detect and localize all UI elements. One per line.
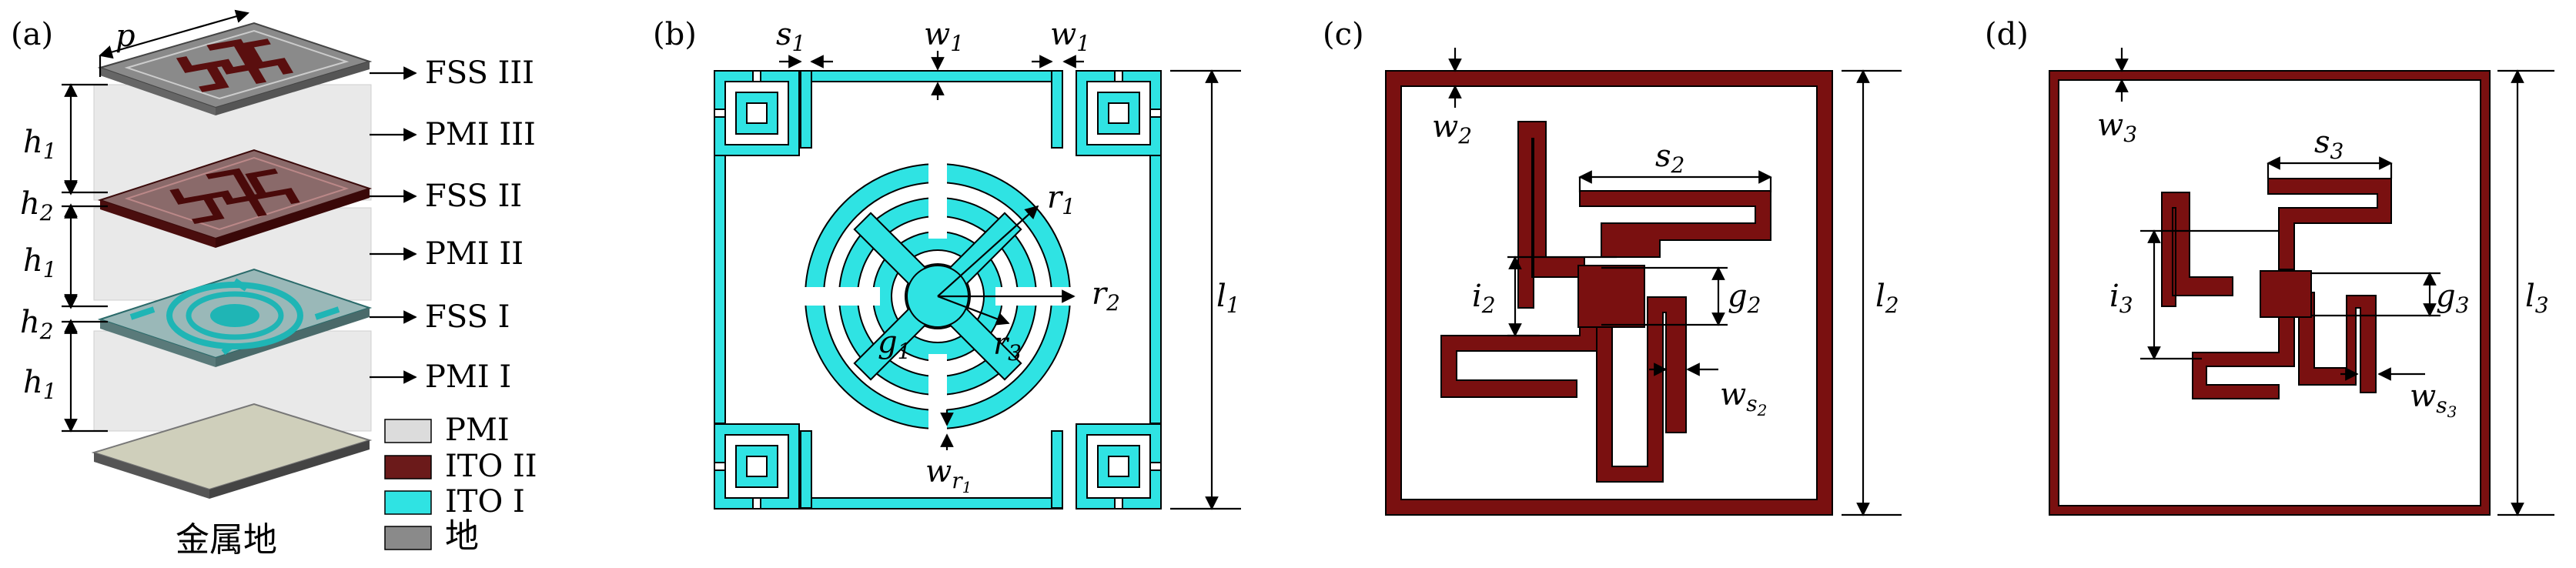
legend-swatch-ground xyxy=(384,526,432,550)
legend-label-ito2: ITO II xyxy=(445,449,537,484)
panel-d-dims: w3 s3 i3 g3 ws3 l3 xyxy=(2097,48,2554,516)
dim-h-markers xyxy=(62,83,108,433)
layer-label-fss-ii: FSS II xyxy=(425,179,522,214)
dim-h1-bot: h1 xyxy=(23,365,57,404)
ground-label: 金属地 xyxy=(176,520,277,560)
layer-label-pmi-i: PMI I xyxy=(425,359,511,395)
panel-d: (d) w3 s3 i3 g3 xyxy=(1985,17,2554,516)
fss-iii-meander xyxy=(2161,178,2392,399)
dim-wr1-label: wr1 xyxy=(925,454,972,496)
dim-g1: g1 xyxy=(878,325,911,364)
dim-w1-center: w1 xyxy=(924,17,964,56)
dim-l1-label: l1 xyxy=(1216,279,1240,318)
pmi-slabs xyxy=(93,84,372,432)
dim-ws3: ws3 xyxy=(2410,379,2457,421)
dim-g2: g2 xyxy=(1728,279,1761,318)
legend-label-pmi: PMI xyxy=(445,413,510,448)
dim-r2: r2 xyxy=(1092,276,1120,316)
dim-w3: w3 xyxy=(2097,108,2137,147)
dim-s1: s1 xyxy=(776,17,805,56)
panel-a-label: (a) xyxy=(11,17,53,52)
layer-label-pmi-ii: PMI II xyxy=(425,236,524,272)
dim-s2: s2 xyxy=(1655,139,1684,178)
legend-label-ito1: ITO I xyxy=(445,484,525,520)
panel-b-label: (b) xyxy=(653,17,697,52)
dim-h-labels: h1 h2 h1 h2 h1 xyxy=(20,125,57,404)
panel-b: (b) xyxy=(653,17,1241,510)
dim-r1: r1 xyxy=(1047,180,1076,219)
dim-h1-top: h1 xyxy=(23,125,57,164)
dim-i3: i3 xyxy=(2109,279,2133,318)
fss-ii-plate xyxy=(97,149,373,248)
dim-h2-bot: h2 xyxy=(20,305,54,344)
dim-p-label: p xyxy=(115,18,135,54)
legend-label-ground: 地 xyxy=(445,516,479,556)
panel-d-label: (d) xyxy=(1985,17,2029,52)
dim-l2: l2 xyxy=(1875,279,1899,318)
layer-label-fss-iii: FSS III xyxy=(425,55,534,91)
dim-w2: w2 xyxy=(1432,109,1472,149)
panel-a: (a) xyxy=(11,9,537,560)
dim-h2-top: h2 xyxy=(20,186,54,226)
radius-arrows: r1 r2 r3 g1 xyxy=(878,180,1120,366)
legend-swatch-ito1 xyxy=(384,490,432,515)
fss-ii-frame xyxy=(1385,70,1833,516)
layer-labels: FSS III PMI III FSS II PMI II FSS I PMI … xyxy=(370,55,536,395)
layer-label-pmi-iii: PMI III xyxy=(425,117,536,152)
dim-r3: r3 xyxy=(993,326,1022,366)
ground-plate xyxy=(91,403,373,499)
fss-i-frame xyxy=(714,70,1162,510)
dim-h1-mid: h1 xyxy=(23,243,57,282)
legend: PMI ITO II ITO I 地 xyxy=(384,413,537,556)
dim-ws2: ws2 xyxy=(1720,377,1767,419)
fss-iii-plate xyxy=(97,22,373,115)
dim-i2: i2 xyxy=(1472,279,1496,318)
dim-l3: l3 xyxy=(2525,279,2549,318)
layer-label-fss-i: FSS I xyxy=(425,299,510,335)
fss-i-plate xyxy=(97,268,373,367)
panel-c-dims: w2 s2 i2 g2 ws2 l2 xyxy=(1432,48,1902,516)
dim-w1-right: w1 xyxy=(1050,17,1090,56)
panel-c: (c) w2 s2 i2 xyxy=(1323,17,1902,516)
fss-ii-meander xyxy=(1440,121,1771,483)
corner-patterns xyxy=(714,70,1162,510)
dim-p: p xyxy=(99,9,249,77)
dim-g3: g3 xyxy=(2436,279,2469,318)
panel-c-label: (c) xyxy=(1323,17,1364,52)
legend-swatch-ito2 xyxy=(384,455,432,479)
top-dims: s1 w1 w1 xyxy=(776,17,1090,100)
dim-s3: s3 xyxy=(2314,125,2343,164)
legend-swatch-pmi xyxy=(384,419,432,443)
dim-wr1: wr1 xyxy=(925,409,972,496)
dim-l1: l1 xyxy=(1170,69,1241,510)
